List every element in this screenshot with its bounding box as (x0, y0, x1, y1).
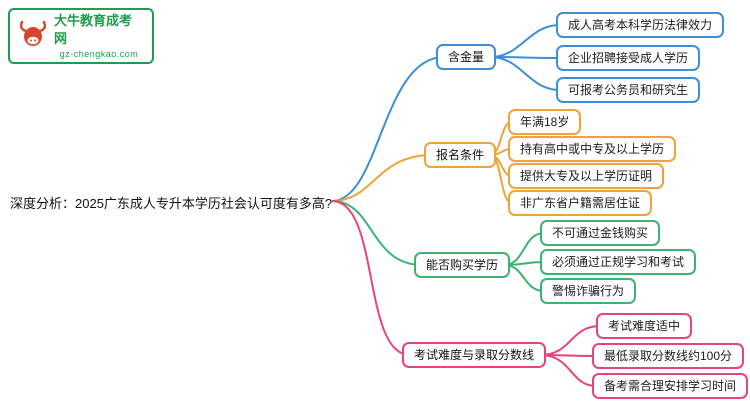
leaf-node: 可报考公务员和研究生 (556, 77, 701, 103)
logo-domain: gz-chengkao.com (59, 49, 139, 59)
bull-logo-icon (18, 19, 48, 54)
root-topic: 深度分析：2025广东成人专升本学历社会认可度有多高? (10, 193, 333, 212)
leaf-node: 备考需合理安排学习时间 (592, 373, 749, 399)
leaf-node: 提供大专及以上学历证明 (508, 163, 665, 189)
leaf-node: 最低录取分数线约100分 (592, 343, 745, 369)
leaf-node: 持有高中或中专及以上学历 (508, 136, 677, 162)
connector-line (539, 325, 601, 356)
logo-title: 大牛教育成考网 (54, 13, 133, 46)
leaf-node: 不可通过金钱购买 (540, 220, 661, 246)
branch-node-purchase: 能否购买学历 (414, 252, 511, 278)
connector-line (539, 354, 597, 387)
branch-node-difficulty: 考试难度与录取分数线 (402, 342, 547, 368)
connector-line (331, 154, 433, 202)
connector-line (331, 200, 411, 356)
logo-text: 大牛教育成考网 gz-chengkao.com (54, 12, 144, 60)
leaf-node: 必须通过正规学习和考试 (540, 249, 697, 275)
connector-line (331, 56, 445, 202)
leaf-node: 企业招聘接受成人学历 (556, 45, 701, 71)
connector-line (489, 24, 561, 58)
branch-node-requirements: 报名条件 (424, 142, 497, 168)
leaf-node: 警惕诈骗行为 (540, 278, 637, 304)
leaf-node: 年满18岁 (508, 109, 582, 135)
connector-line (489, 56, 561, 91)
leaf-node: 非广东省户籍需居住证 (508, 190, 653, 216)
leaf-node: 考试难度适中 (596, 313, 693, 339)
branch-node-value: 含金量 (436, 44, 497, 70)
connector-line (331, 200, 423, 266)
leaf-node: 成人高考本科学历法律效力 (556, 12, 725, 38)
site-logo: 大牛教育成考网 gz-chengkao.com (8, 8, 154, 64)
